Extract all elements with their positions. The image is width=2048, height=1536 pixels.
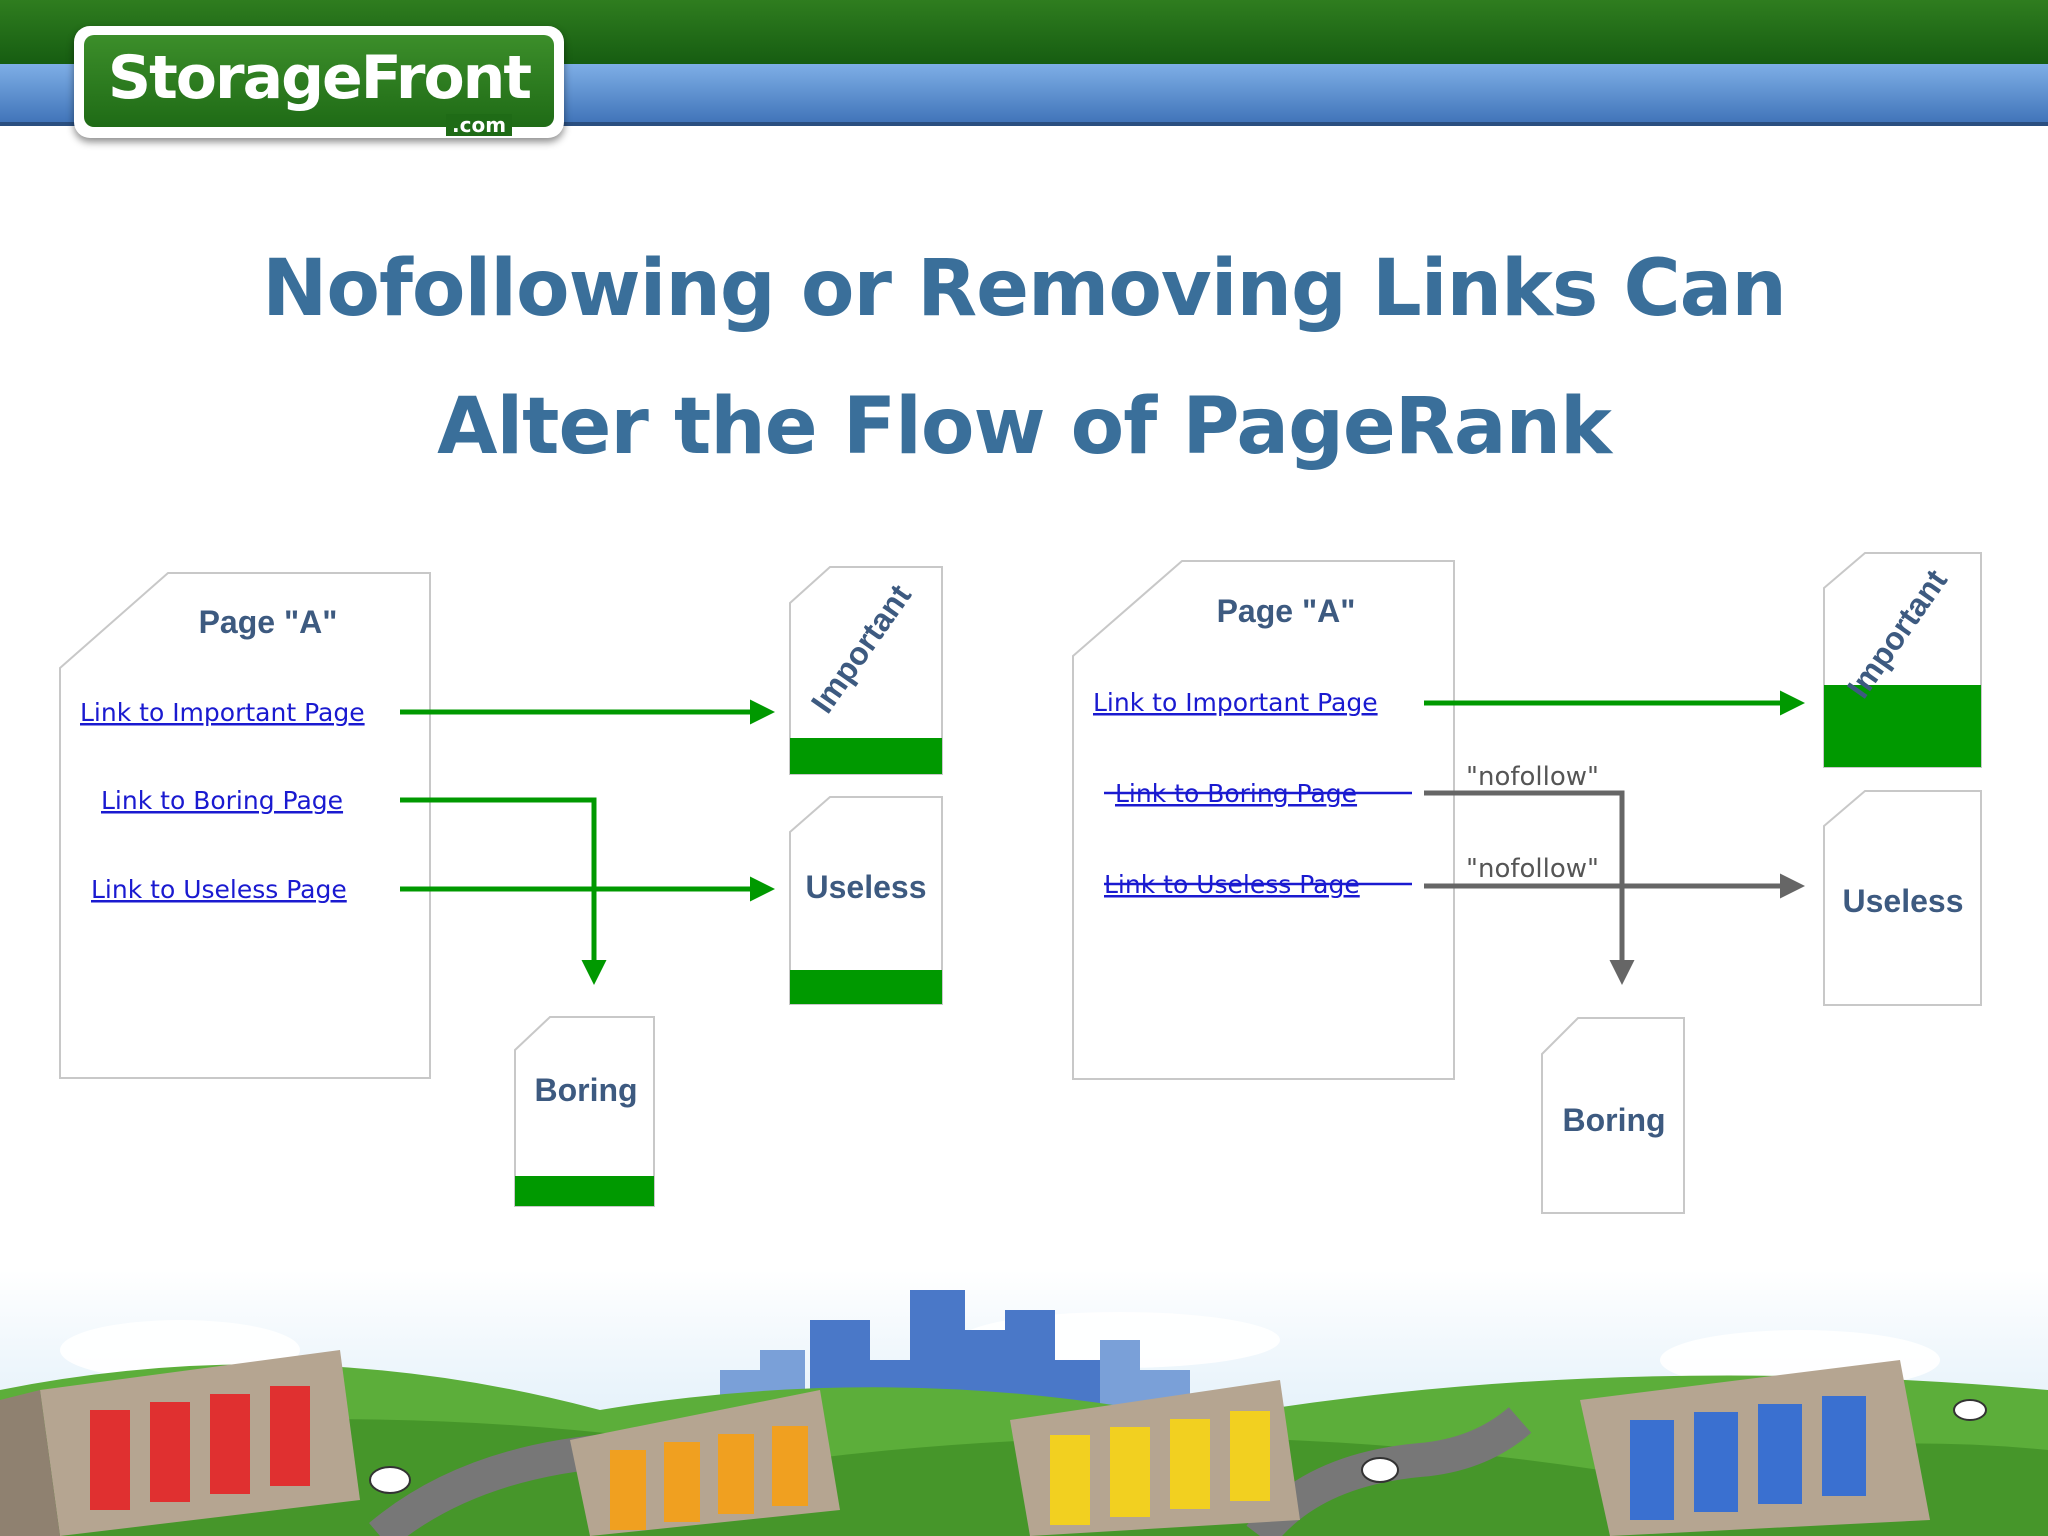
boring-page xyxy=(1541,1017,1685,1214)
left-diagram: Page "A" Link to Important Page Link to … xyxy=(59,566,943,1207)
useless-label: Useless xyxy=(806,869,927,905)
page-a-document xyxy=(59,572,431,1079)
link-important[interactable]: Link to Important Page xyxy=(80,698,365,727)
logo-text: StorageFront xyxy=(107,43,532,113)
storage-landscape-illustration xyxy=(0,1270,2048,1536)
page-a-label: Page "A" xyxy=(199,604,338,640)
nofollow-label-boring: "nofollow" xyxy=(1466,762,1599,792)
arrow-to-boring xyxy=(1424,790,1635,985)
useless-label: Useless xyxy=(1843,883,1964,919)
useless-page xyxy=(1823,790,1982,1006)
important-pagerank-bar xyxy=(790,738,942,774)
storagefront-logo[interactable]: StorageFront .com xyxy=(74,26,564,138)
page-a-document xyxy=(1072,560,1455,1080)
logo-domain: .com xyxy=(446,114,513,136)
page-a-label: Page "A" xyxy=(1217,593,1356,629)
title-line-1: Nofollowing or Removing Links Can xyxy=(262,244,1787,334)
boring-label: Boring xyxy=(534,1072,637,1108)
important-pagerank-bar xyxy=(1824,685,1981,767)
useless-pagerank-bar xyxy=(790,970,942,1004)
link-useless[interactable]: Link to Useless Page xyxy=(91,875,347,904)
boring-pagerank-bar xyxy=(515,1176,654,1206)
nofollow-label-useless: "nofollow" xyxy=(1466,854,1599,884)
link-boring[interactable]: Link to Boring Page xyxy=(101,786,343,815)
boring-label: Boring xyxy=(1562,1102,1665,1138)
link-important[interactable]: Link to Important Page xyxy=(1093,688,1378,717)
arrow-to-boring xyxy=(400,797,607,985)
right-diagram: Page "A" Link to Important Page Link to … xyxy=(1072,552,1982,1214)
title-line-2: Alter the Flow of PageRank xyxy=(437,382,1612,472)
slide-title: Nofollowing or Removing Links Can Alter … xyxy=(0,220,2048,496)
